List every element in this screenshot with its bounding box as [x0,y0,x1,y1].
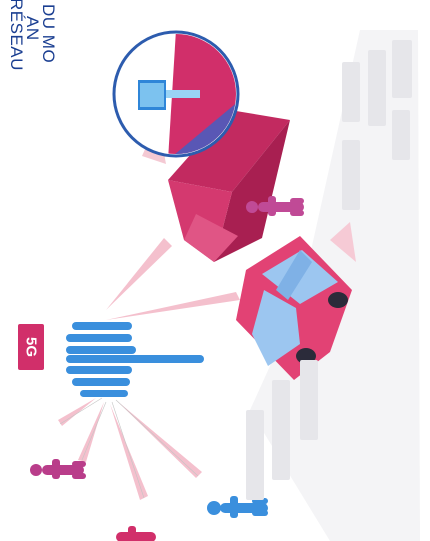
beam-to-person-2 [110,404,148,500]
antenna-icon [66,322,204,397]
person-icon-2 [30,459,86,479]
beam-to-car [106,292,240,320]
beam-to-building [106,238,172,310]
person-icon-4 [116,526,156,541]
beam-to-person-1 [78,402,104,462]
